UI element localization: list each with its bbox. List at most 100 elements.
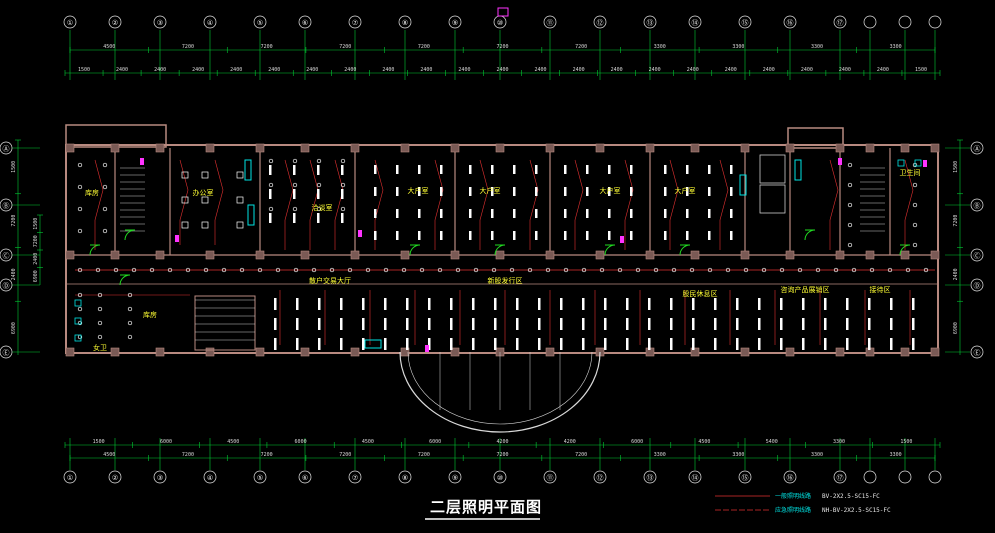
fluorescent-fixture [564,187,567,196]
fluorescent-fixture [450,318,453,330]
structural-column [545,250,555,260]
structural-column [495,250,505,260]
downlight [491,267,497,273]
fluorescent-fixture [802,338,805,350]
grille-light [201,221,209,229]
axis-bubble-top [738,15,752,29]
fluorescent-fixture [296,298,299,310]
downlight [779,267,785,273]
downlight [761,267,767,273]
fluorescent-fixture [604,298,607,310]
axis-label-top: ⑯ [787,19,794,27]
fluorescent-fixture [586,165,589,174]
axis-bubble-top [783,15,797,29]
grille-light [181,221,189,229]
door-swing [679,244,691,256]
downlight [887,267,893,273]
fluorescent-fixture [564,231,567,240]
fluorescent-fixture [418,165,421,174]
fluorescent-fixture [341,189,344,199]
axis-bubble-bottom [253,470,267,484]
fluorescent-fixture [890,338,893,350]
fluorescent-fixture [564,209,567,218]
structural-column [255,347,265,357]
fluorescent-fixture [538,318,541,330]
axis-label-top: ④ [207,19,213,27]
downlight [77,292,83,298]
dim-right-label: 1500 [953,161,959,173]
drawing-title: 二层照明平面图 [425,498,541,520]
downlight [815,267,821,273]
axis-bubble-top [833,15,847,29]
fluorescent-fixture [630,165,633,174]
fluorescent-fixture [868,318,871,330]
axis-bubble-top [863,15,877,29]
curved-lobby-wall [399,351,601,433]
fluorescent-fixture [428,318,431,330]
downlight [383,267,389,273]
fluorescent-fixture [868,298,871,310]
dim-bottom-detail-label: 5400 [766,439,778,445]
axis-label-bottom: ⑭ [692,474,699,482]
dim-top-detail-label: 2400 [458,67,470,73]
fluorescent-fixture [340,338,343,350]
downlight [316,158,322,164]
downlight [851,267,857,273]
axis-label-top: ⑫ [597,19,604,27]
structural-column [110,143,120,153]
downlight [95,267,101,273]
structural-column [545,347,555,357]
structural-column [155,250,165,260]
fluorescent-fixture [406,338,409,350]
downlight [127,306,133,312]
lighting-circuits [75,159,935,345]
fluorescent-fixture [730,231,733,240]
dim-left-inner-label: 7200 [33,235,39,247]
room-circuit [624,159,634,250]
downlight [869,267,875,273]
axis-bubble-top [253,15,267,29]
stair-tower-right [787,127,844,149]
structural-column [835,250,845,260]
fluorescent-fixture [491,187,494,196]
axis-bubble-bottom [898,470,912,484]
fluorescent-fixture [586,231,589,240]
downlight [127,292,133,298]
stair-tower-left [65,124,167,148]
door-swing [119,274,131,286]
downlight [102,184,108,190]
downlight [797,267,803,273]
downlight [311,267,317,273]
fluorescent-fixture [608,187,611,196]
dim-left-inner-label: 1500 [33,218,39,230]
structural-column [595,143,605,153]
downlight [847,182,853,188]
axis-bubble-bottom [833,470,847,484]
dim-right-label: 2400 [953,268,959,280]
legend-spec: NH-BV-2X2.5-SC15-FC [822,507,891,514]
fluorescent-fixture [708,209,711,218]
north-marker [497,7,509,17]
fluorescent-fixture [582,298,585,310]
structural-column [65,143,75,153]
door-swing [804,229,816,241]
dim-top-overall-label: 3300 [811,44,823,50]
fluorescent-fixture [564,165,567,174]
structural-column [740,347,750,357]
grille-light [236,171,244,179]
structural-column [450,347,460,357]
fluorescent-fixture [440,231,443,240]
fluorescent-fixture [626,318,629,330]
fluorescent-fixture [516,298,519,310]
downlight [102,206,108,212]
room-label: 散户交易大厅 [309,276,351,285]
structural-column [785,143,795,153]
door-swing [604,244,616,256]
fluorescent-fixture [318,318,321,330]
fluorescent-fixture [608,231,611,240]
structural-column [450,143,460,153]
downlight [340,158,346,164]
structural-column [595,250,605,260]
axis-bubble-top [543,15,557,29]
